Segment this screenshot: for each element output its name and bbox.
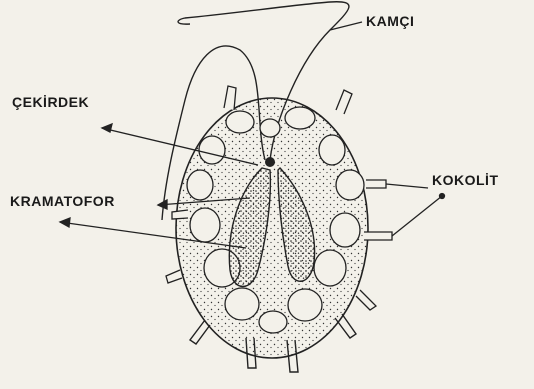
coccolith-pointer-2 [392, 196, 442, 236]
nucleus-label: ÇEKİRDEK [12, 94, 89, 110]
nucleus [265, 157, 275, 167]
flagellum-label: KAMÇI [366, 13, 414, 29]
chromatophore-arrowhead-1 [158, 200, 167, 209]
coccolith-pointer-1 [386, 184, 428, 188]
chromatophore-label: KRAMATOFOR [10, 193, 115, 209]
nucleus-arrowhead [102, 124, 112, 132]
chromatophore-arrowhead-2 [60, 218, 70, 227]
coccolith-label: KOKOLİT [432, 172, 499, 188]
